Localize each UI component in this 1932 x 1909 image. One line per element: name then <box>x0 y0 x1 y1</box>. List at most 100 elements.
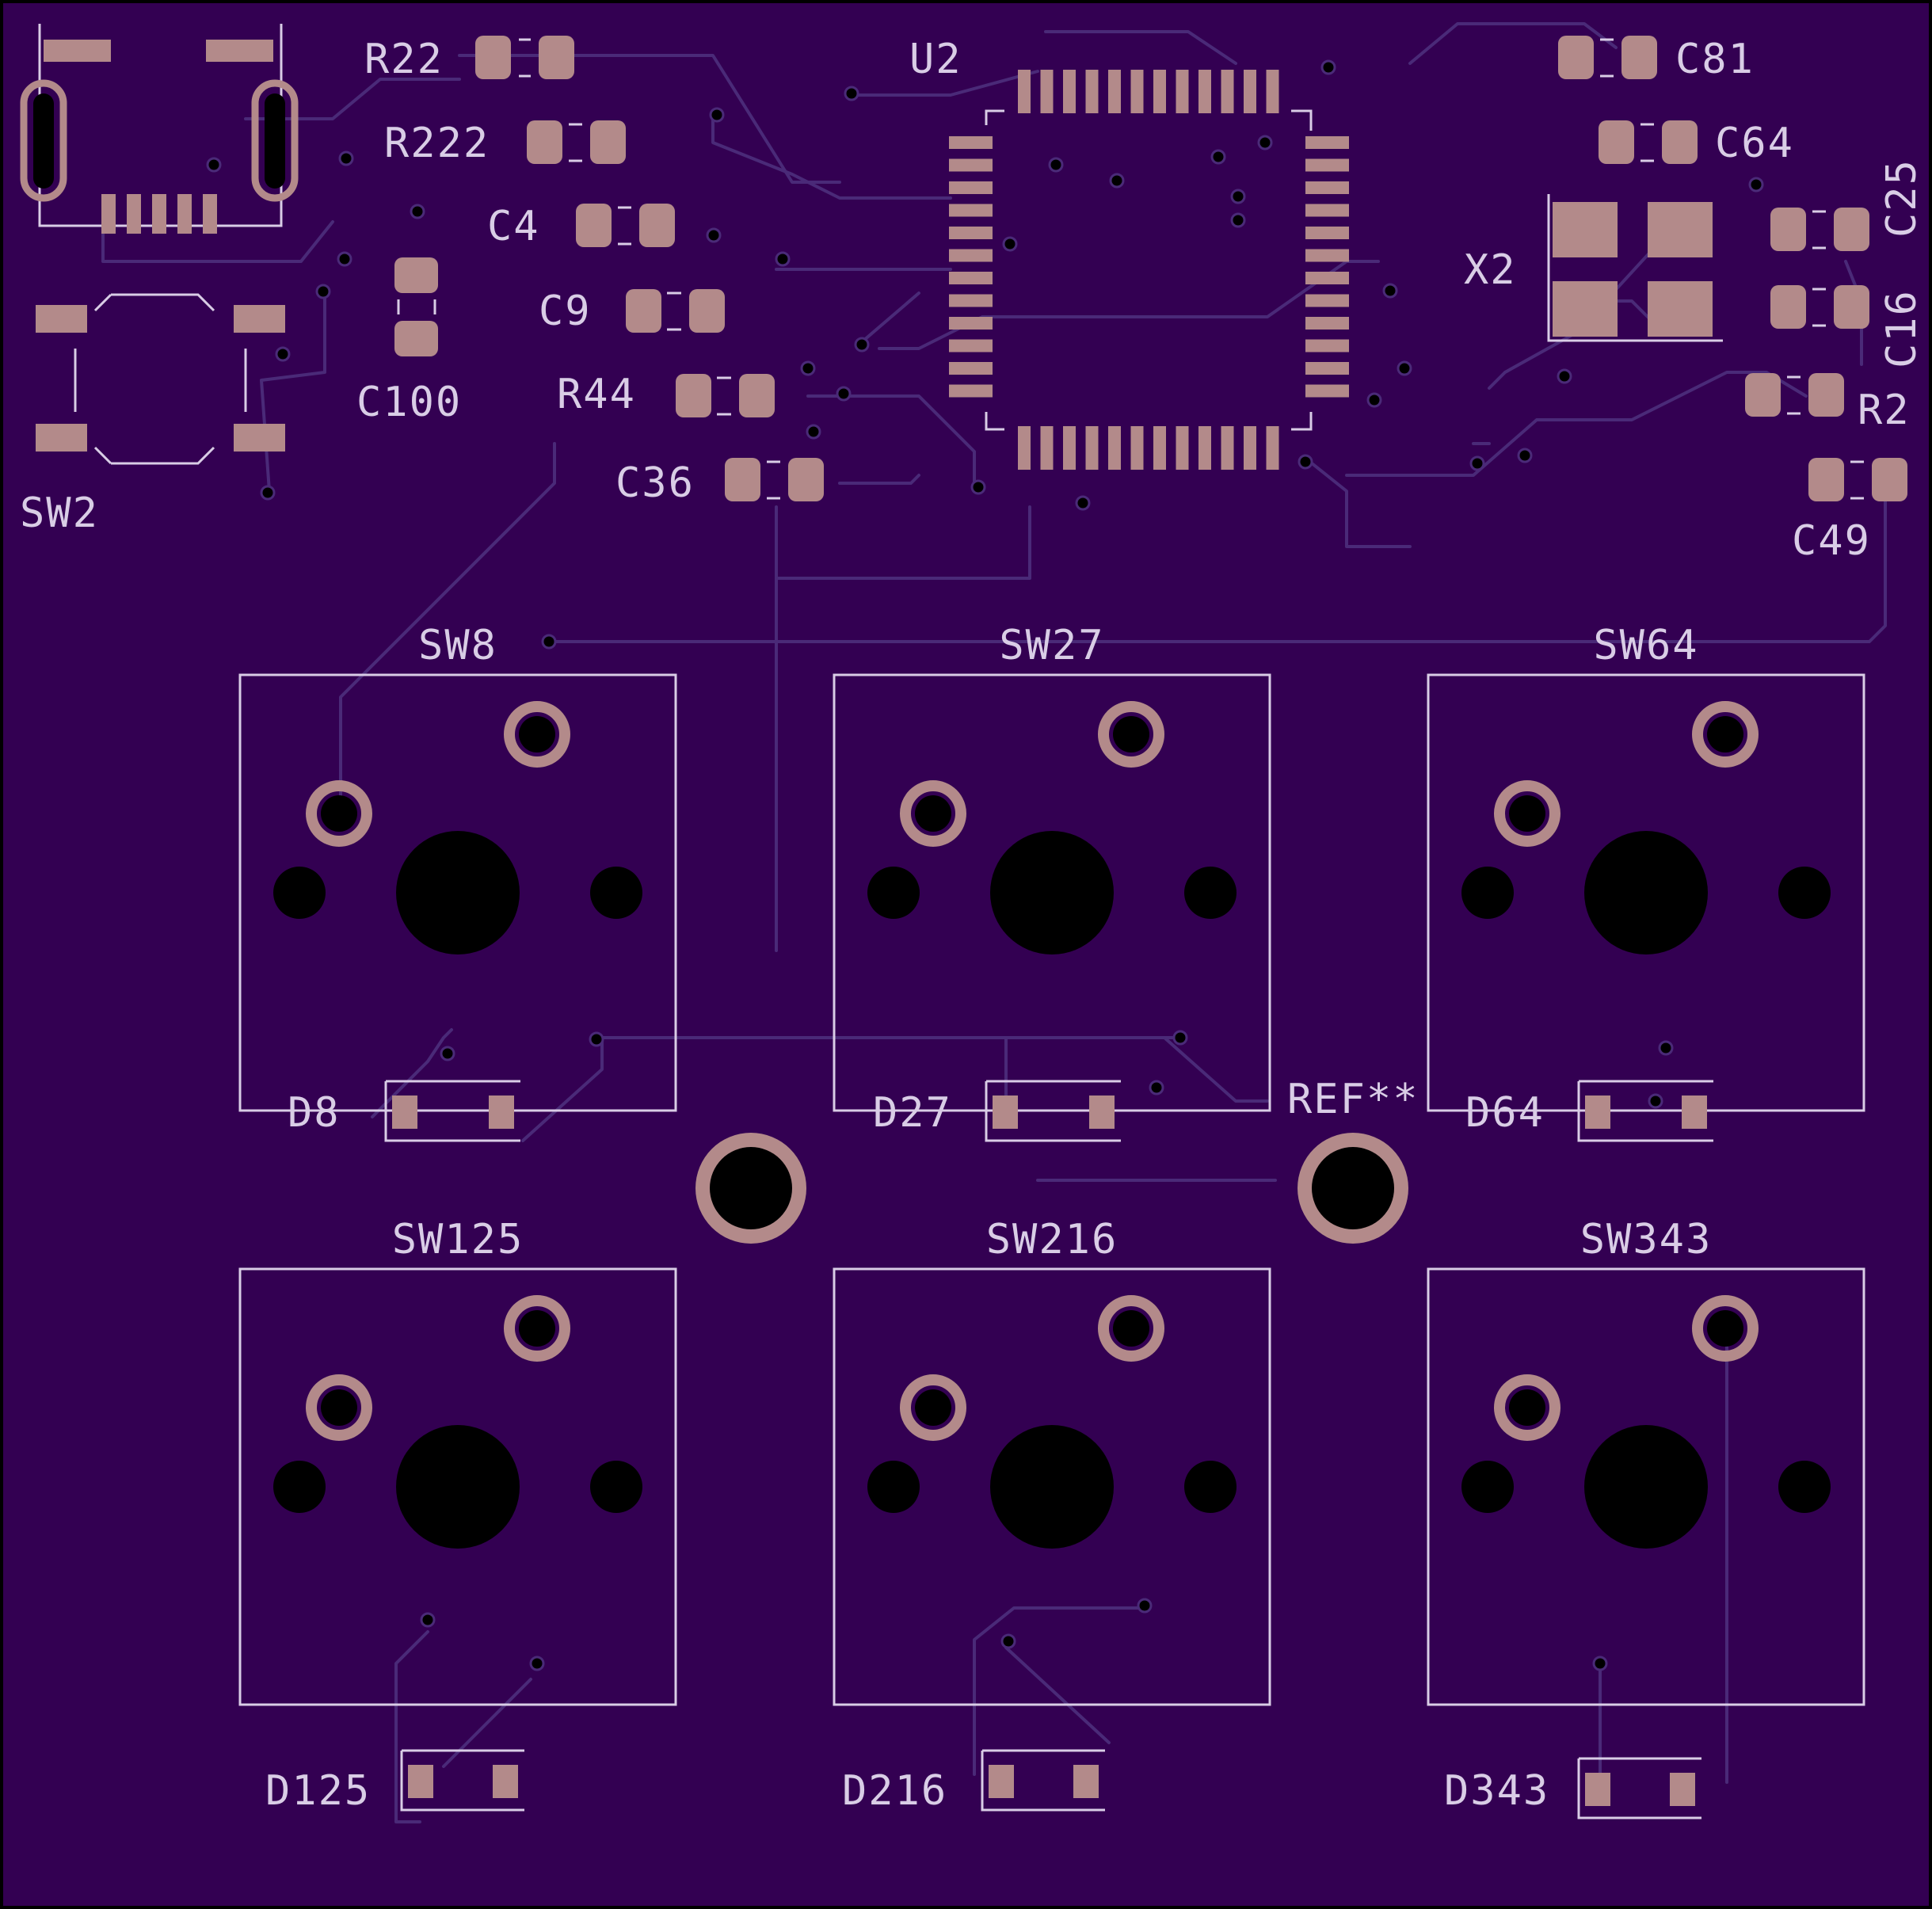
switch-pin-2 <box>900 1374 966 1441</box>
diode-pad-k <box>1073 1765 1099 1798</box>
u2-pin-right <box>1305 362 1349 375</box>
label-r222: R222 <box>384 120 490 167</box>
u2-pin-top <box>1063 70 1076 113</box>
label-x2: X2 <box>1464 246 1517 294</box>
u2-pin-left <box>949 384 993 398</box>
switch-peg-left <box>1461 867 1514 919</box>
diode: D8 <box>288 1080 520 1142</box>
u2-pin-right <box>1305 272 1349 284</box>
switch-label: SW64 <box>1593 622 1698 669</box>
diode-label: D216 <box>842 1767 947 1815</box>
diode-label: D27 <box>873 1089 952 1137</box>
diode-label: D343 <box>1444 1767 1549 1815</box>
u2-pin-top <box>1198 70 1211 113</box>
switch-label: SW27 <box>999 622 1104 669</box>
diode: D343 <box>1444 1757 1701 1819</box>
label-c81: C81 <box>1675 36 1755 83</box>
diode-pad-a <box>1585 1773 1610 1806</box>
label-r22: R22 <box>364 36 444 83</box>
u2-pin-top <box>1153 70 1166 113</box>
vias <box>206 59 1764 1671</box>
switch-center-hole <box>1584 1425 1708 1549</box>
switch-peg-right <box>1778 867 1831 919</box>
u2-pin-top <box>1176 70 1189 113</box>
u2-pin-left <box>949 362 993 375</box>
u2-pin-bottom <box>1176 426 1189 470</box>
key-switch: SW8 <box>238 622 677 1112</box>
u2-pin-left <box>949 249 993 262</box>
u2-pin-top <box>1085 70 1099 113</box>
silkscreen-labels: SW2 R22 R222 C4 C9 R44 C36 C100 U2 C81 C… <box>20 36 1926 1123</box>
switch-outline <box>1427 1267 1865 1706</box>
u2-pin-bottom <box>1244 426 1256 470</box>
switch-center-hole <box>396 1425 520 1549</box>
key-switch: SW64 <box>1427 622 1865 1112</box>
u2-pin-right <box>1305 384 1349 398</box>
u2-pin-right <box>1305 249 1349 262</box>
u2-pin-right <box>1305 294 1349 307</box>
switch-peg-right <box>1184 1461 1237 1513</box>
switch-pin-1 <box>1692 701 1759 768</box>
switch-peg-right <box>590 867 642 919</box>
switch-pin-1 <box>1692 1295 1759 1362</box>
label-r44: R44 <box>557 371 636 418</box>
u2-pin-bottom <box>1018 426 1031 470</box>
diode: D27 <box>873 1080 1121 1142</box>
u2-pin-left <box>949 317 993 330</box>
u2-pin-bottom <box>1266 426 1279 470</box>
u2-outline <box>985 109 1313 431</box>
switch-label: SW343 <box>1580 1216 1713 1263</box>
label-r2: R2 <box>1858 387 1911 434</box>
diode-outline <box>1577 1757 1701 1819</box>
u2-pin-right <box>1305 136 1349 149</box>
u2-pin-top <box>1040 70 1054 113</box>
switch-pin-2 <box>306 780 372 847</box>
switch-center-hole <box>396 831 520 954</box>
label-c49: C49 <box>1792 517 1871 565</box>
u2-pin-right <box>1305 181 1349 194</box>
switch-peg-right <box>1778 1461 1831 1513</box>
diode-outline <box>985 1080 1121 1142</box>
diode-outline <box>1577 1080 1713 1142</box>
switch-label: SW8 <box>418 622 497 669</box>
key-switch: SW125 <box>238 1216 677 1706</box>
u2-pin-top <box>1018 70 1031 113</box>
microcontroller-u2 <box>949 70 1349 470</box>
diode-pad-a <box>989 1765 1014 1798</box>
diode-pad-a <box>408 1765 433 1798</box>
diode-outline <box>400 1749 524 1812</box>
diode-label: D125 <box>265 1767 371 1815</box>
u2-pin-bottom <box>1130 426 1144 470</box>
switch-pin-2 <box>1494 1374 1560 1441</box>
diode-pad-k <box>1670 1773 1695 1806</box>
u2-pin-bottom <box>1221 426 1234 470</box>
diode: D216 <box>842 1749 1105 1815</box>
u2-pin-right <box>1305 317 1349 330</box>
reset-switch-sw2 <box>36 293 285 465</box>
u2-pin-top <box>1266 70 1279 113</box>
crystal-x2 <box>1547 194 1723 342</box>
diode-pad-a <box>392 1095 417 1129</box>
switch-peg-left <box>273 1461 326 1513</box>
u2-pin-top <box>1130 70 1144 113</box>
switch-pin-2 <box>1494 780 1560 847</box>
key-switch: SW216 <box>833 1216 1271 1706</box>
u2-pin-left <box>949 136 993 149</box>
switch-center-hole <box>1584 831 1708 954</box>
switch-pin-1 <box>504 701 570 768</box>
diode-label: D8 <box>288 1089 341 1137</box>
switch-outline <box>238 673 677 1112</box>
switch-pin-1 <box>504 1295 570 1362</box>
label-sw2: SW2 <box>20 490 99 537</box>
diode: D125 <box>265 1749 524 1815</box>
switch-matrix: SW8D8SW27D27SW64D64SW125D125SW216D216SW3… <box>238 622 1865 1819</box>
u2-pin-bottom <box>1085 426 1099 470</box>
u2-pin-bottom <box>1153 426 1166 470</box>
u2-pin-bottom <box>1063 426 1076 470</box>
switch-pin-1 <box>1098 701 1164 768</box>
u2-pin-left <box>949 227 993 239</box>
diode-pad-k <box>1682 1095 1707 1129</box>
diode-pad-a <box>1585 1095 1610 1129</box>
